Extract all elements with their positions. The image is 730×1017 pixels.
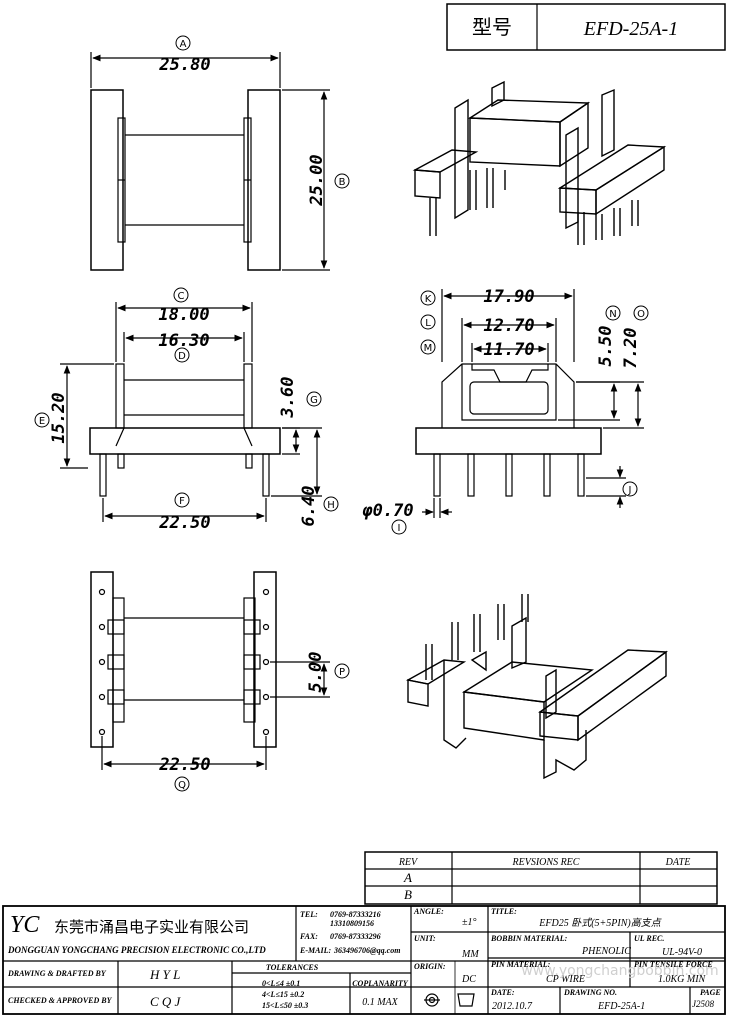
- tel-2: 13310809156: [330, 919, 374, 928]
- drawn-value: H Y L: [149, 967, 180, 982]
- callout-o: O: [637, 309, 645, 320]
- rev-col-rec: REVSIONS REC: [512, 857, 580, 868]
- material-label: BOBBIN MATERIAL:: [490, 934, 568, 943]
- pin-label: PIN MATERIAL:: [491, 960, 551, 969]
- callout-f: F: [179, 496, 185, 507]
- revision-table: [364, 851, 718, 905]
- callout-p: P: [339, 667, 345, 678]
- dim-k: 17.90: [483, 287, 534, 307]
- checked-value: C Q J: [150, 994, 182, 1009]
- callout-h: H: [327, 500, 335, 511]
- angle-value: ±1°: [462, 917, 477, 928]
- checked-label: CHECKED & APPROVED BY: [8, 996, 113, 1005]
- email-value: 363496706@qq.com: [333, 946, 400, 955]
- fax-value: 0769-87333296: [330, 932, 381, 941]
- callout-letters: A B C D E F G H I J K L M N O P Q: [39, 39, 645, 791]
- tolerance-1: 0<L≤4 ±0.1: [262, 979, 300, 988]
- dim-b: 25.00: [307, 154, 327, 206]
- tensile-label: PIN TENSILE FORCE: [634, 960, 713, 969]
- callout-d: D: [178, 351, 186, 362]
- fax-label: FAX:: [299, 932, 318, 941]
- rev-col-rev: REV: [398, 857, 419, 868]
- callout-k: K: [425, 294, 432, 305]
- dim-e: 15.20: [49, 392, 69, 443]
- rev-row-b: B: [404, 887, 412, 902]
- email-label: E-MAIL:: [299, 946, 331, 955]
- date-value: 2012.10.7: [492, 1001, 533, 1012]
- callout-j: J: [628, 485, 632, 496]
- drawing-no-label: DRAWING NO.: [563, 988, 617, 997]
- isometric-view-1: [412, 80, 667, 245]
- pin-value: CP WIRE: [546, 974, 585, 985]
- dim-d: 16.30: [158, 331, 209, 351]
- callout-markers: [34, 35, 649, 792]
- dim-p: 5.00: [306, 652, 326, 693]
- company-logo: YC: [10, 912, 40, 938]
- drawn-label: DRAWING & DRAFTED BY: [7, 969, 107, 978]
- dimension-values: 25.80 25.00 18.00 16.30 15.20 22.50 3.60…: [49, 55, 641, 775]
- dim-o: 7.20: [621, 328, 641, 369]
- dim-m: 11.70: [483, 340, 534, 360]
- top-view: [90, 52, 330, 271]
- tel-label: TEL:: [300, 910, 318, 919]
- dim-c: 18.00: [158, 305, 209, 325]
- dim-g: 3.60: [278, 377, 298, 419]
- company-name-en: DONGGUAN YONGCHANG PRECISION ELECTRONIC …: [7, 945, 266, 955]
- callout-i: I: [398, 523, 401, 534]
- tensile-value: 1.0KG MIN: [658, 974, 707, 985]
- callout-c: C: [178, 291, 185, 302]
- drawing-no-value: EFD-25A-1: [597, 1001, 645, 1012]
- dim-i: φ0.70: [361, 501, 413, 521]
- model-label: 型号: [472, 15, 512, 39]
- material-value: PHENOLIC: [581, 946, 631, 957]
- title-block: [2, 905, 726, 1015]
- callout-a: A: [180, 39, 187, 50]
- dim-q: 22.50: [158, 755, 210, 775]
- coplanarity-value: 0.1 MAX: [362, 997, 398, 1008]
- angle-label: ANGLE:: [413, 907, 444, 916]
- unit-label: UNIT:: [414, 934, 436, 943]
- model-header: [446, 3, 726, 51]
- model-value: EFD-25A-1: [583, 18, 678, 40]
- callout-q: Q: [178, 780, 186, 791]
- isometric-view-2: [405, 594, 669, 780]
- page-label: PAGE: [700, 988, 721, 997]
- tolerance-3: 15<L≤50 ±0.3: [262, 1001, 308, 1010]
- tolerances-label: TOLERANCES: [266, 963, 319, 972]
- ul-value: UL-94V-0: [662, 947, 702, 958]
- ul-label: UL REC.: [634, 934, 664, 943]
- tel-1: 0769-87333216: [330, 910, 381, 919]
- callout-g: G: [310, 395, 318, 406]
- callout-b: B: [339, 177, 346, 188]
- callout-l: L: [425, 318, 431, 329]
- dim-h: 6.40: [299, 486, 319, 527]
- company-name-cn: 东莞市涌昌电子实业有限公司: [54, 918, 249, 936]
- callout-n: N: [609, 309, 616, 320]
- coplanarity-label: COPLANARITY: [352, 979, 409, 988]
- dim-n: 5.50: [596, 326, 616, 367]
- origin-label: ORIGIN:: [414, 962, 446, 971]
- title-value: EFD25 卧式(5+5PIN)高支点: [538, 917, 661, 929]
- rev-col-date: DATE: [665, 857, 691, 868]
- unit-value: MM: [461, 949, 479, 960]
- rev-row-a: A: [403, 870, 412, 885]
- side-view: [60, 302, 322, 522]
- dim-a: 25.80: [158, 55, 210, 75]
- tolerance-2: 4<L≤15 ±0.2: [261, 990, 304, 999]
- dim-f: 22.50: [158, 513, 210, 533]
- origin-value: DC: [461, 974, 476, 985]
- page-value: J2508: [692, 999, 714, 1009]
- callout-m: M: [424, 343, 433, 354]
- front-view: [415, 289, 644, 518]
- revision-text: REV REVSIONS REC DATE A B: [398, 857, 690, 902]
- title-label: TITLE:: [491, 907, 517, 916]
- title-block-text: YC 东莞市涌昌电子实业有限公司 DONGGUAN YONGCHANG PREC…: [7, 907, 721, 1012]
- watermark: www.yongchangbobbin.com: [521, 963, 718, 979]
- callout-e: E: [39, 416, 45, 427]
- date-label: DATE:: [490, 988, 515, 997]
- dim-l: 12.70: [483, 316, 534, 336]
- bottom-view: [90, 571, 330, 770]
